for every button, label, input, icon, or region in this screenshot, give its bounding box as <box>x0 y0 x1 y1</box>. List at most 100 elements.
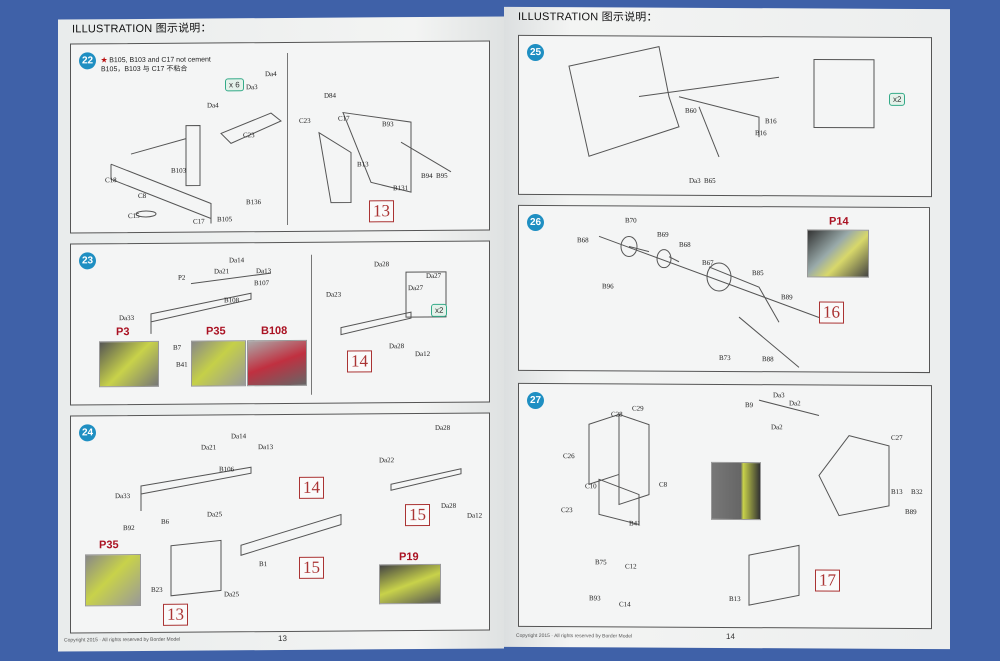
part-label: Da12 <box>415 349 431 359</box>
part-label: B60 <box>685 106 697 115</box>
copyright-footer: Copyright 2015 · All rights reserved by … <box>64 636 181 644</box>
part-label: B13 <box>357 160 369 169</box>
page-header: ILLUSTRATION 图示说明： <box>518 10 658 24</box>
part-label: Da3 <box>246 83 258 92</box>
part-label: C23 <box>243 131 255 140</box>
subassembly-number: 14 <box>299 476 324 499</box>
assembly-diagram <box>598 235 820 368</box>
part-label: B13 <box>891 487 903 496</box>
part-label: Da2 <box>771 423 783 432</box>
part-label: B68 <box>679 240 691 249</box>
step-25-panel: 25 x2 B60 B16 B16 Da3 B65 <box>518 34 932 198</box>
part-label: B7 <box>173 343 182 352</box>
part-label: C17 <box>338 114 350 123</box>
part-label: P2 <box>178 273 186 282</box>
part-label: B89 <box>781 293 793 302</box>
part-label: D84 <box>324 91 337 100</box>
part-label: B105 <box>217 215 233 224</box>
part-label: B70 <box>625 216 637 225</box>
page-header: ILLUSTRATION 图示说明： <box>72 22 212 36</box>
part-label: B106 <box>219 465 235 474</box>
step-27-panel: 27 C28 C29 C26 C10 C8 C23 B41 B75 C12 B9… <box>518 382 932 630</box>
part-label: B75 <box>595 558 607 567</box>
callout-label: P19 <box>399 551 419 564</box>
part-label: C15 <box>128 211 140 221</box>
detail-photo <box>379 563 441 605</box>
left-page: ILLUSTRATION 图示说明： 22 ★ B105, B103 and C… <box>58 16 504 652</box>
part-label: B85 <box>752 269 764 278</box>
assembly-diagram <box>150 271 447 336</box>
part-label: B23 <box>151 585 163 594</box>
part-label: B13 <box>729 595 741 604</box>
part-label: C29 <box>632 404 644 413</box>
part-label: B16 <box>755 129 767 138</box>
part-label: B95 <box>436 171 448 180</box>
part-label: B41 <box>176 360 188 369</box>
part-label: B96 <box>602 282 614 291</box>
part-label: B6 <box>161 517 170 526</box>
page-number: 14 <box>726 631 735 642</box>
part-label: C12 <box>625 562 637 571</box>
step-23-panel: 23 x2 Da14 Da21 Da13 B107 P2 B108 Da33 B… <box>70 240 490 406</box>
part-label: Da28 <box>441 501 457 510</box>
assembly-diagram <box>110 111 452 224</box>
part-label: Da28 <box>374 260 390 269</box>
part-label: C27 <box>891 433 903 442</box>
detail-photo <box>807 229 869 278</box>
part-label: C23 <box>561 506 573 515</box>
part-label: B41 <box>629 519 641 528</box>
part-label: C18 <box>105 176 117 185</box>
detail-photo <box>85 553 141 607</box>
detail-photo <box>99 340 159 388</box>
part-label: B107 <box>254 279 270 288</box>
part-label: Da4 <box>207 101 219 110</box>
callout-label: P3 <box>116 326 130 339</box>
part-label: Da13 <box>256 267 272 276</box>
subassembly-number: 16 <box>819 301 844 324</box>
part-label: C23 <box>299 116 311 125</box>
part-label: Da28 <box>435 423 451 432</box>
part-label: Da13 <box>258 443 274 452</box>
detail-photo <box>191 340 246 387</box>
part-label: Da25 <box>224 590 240 599</box>
assembly-diagram <box>140 466 462 597</box>
part-label: C8 <box>659 480 668 489</box>
quantity-badge: x2 <box>431 303 448 317</box>
part-label: B73 <box>719 353 731 363</box>
assembly-diagram <box>568 46 875 158</box>
part-label: B32 <box>911 487 923 497</box>
assembly-diagram <box>588 399 890 606</box>
part-label: B65 <box>704 176 716 185</box>
part-label: B92 <box>123 524 135 533</box>
part-label: C28 <box>611 410 623 419</box>
part-label: B93 <box>589 594 601 603</box>
callout-label: P14 <box>829 215 849 228</box>
callout-label: B108 <box>261 324 288 338</box>
part-label: Da14 <box>231 432 247 441</box>
part-label: B93 <box>382 120 394 129</box>
part-label: B94 <box>421 171 433 181</box>
part-label: Da21 <box>201 443 217 452</box>
right-page: ILLUSTRATION 图示说明： 25 x2 B60 B16 B16 Da3… <box>504 6 950 650</box>
subassembly-number: 14 <box>347 350 372 373</box>
part-label: Da2 <box>789 399 801 408</box>
part-label: B9 <box>745 401 754 410</box>
subassembly-number: 13 <box>369 200 394 223</box>
part-label: B68 <box>577 236 589 245</box>
copyright-footer: Copyright 2015 · All rights reserved by … <box>516 632 633 640</box>
quantity-badge: x2 <box>889 92 906 106</box>
part-label: B88 <box>762 355 774 364</box>
part-label: C17 <box>193 217 205 226</box>
part-label: C26 <box>563 452 575 461</box>
part-label: Da28 <box>389 342 405 351</box>
part-label: Da25 <box>207 510 223 519</box>
detail-photo <box>711 461 761 521</box>
part-label: Da23 <box>326 290 342 299</box>
subassembly-number: 17 <box>815 569 840 592</box>
part-label: B1 <box>259 560 268 569</box>
callout-label: P35 <box>99 539 119 552</box>
part-label: B16 <box>765 117 777 126</box>
part-label: Da33 <box>119 314 135 323</box>
subassembly-number: 13 <box>163 603 188 626</box>
